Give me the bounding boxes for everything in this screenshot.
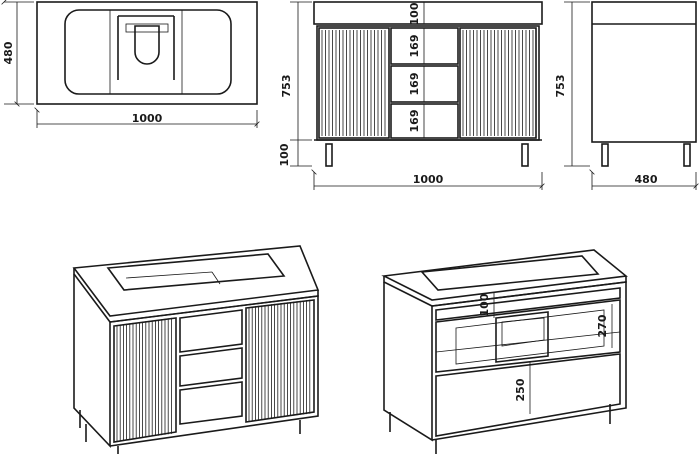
- dim-side-depth: 480: [635, 173, 658, 186]
- left-door-flutes: [321, 30, 386, 136]
- top-view: 1000 480: [2, 2, 257, 128]
- iso-right-door-flutes: [248, 299, 311, 421]
- dim-iso-drawer-top: 100: [478, 293, 491, 316]
- isometric-closed: [72, 245, 320, 454]
- dim-top-depth: 480: [2, 41, 15, 64]
- dim-drawer-3: 169: [408, 73, 421, 96]
- dim-side-height: 753: [554, 75, 567, 98]
- dim-top-width: 1000: [132, 112, 163, 125]
- dim-front-width: 1000: [413, 173, 444, 186]
- dim-iso-shelf: 270: [596, 314, 609, 337]
- dim-drawer-2: 169: [408, 35, 421, 58]
- right-door-flutes: [462, 30, 534, 136]
- side-view: 753 480: [554, 1, 696, 190]
- dim-drawer-1: 100: [408, 2, 421, 25]
- isometric-open: 100 270 250: [381, 249, 628, 454]
- dim-front-legs: 100: [278, 143, 291, 166]
- dim-iso-drawer-low: 250: [514, 378, 527, 401]
- iso-left-door-flutes: [116, 317, 172, 441]
- dim-drawer-4: 169: [408, 110, 421, 133]
- dim-front-height: 753: [280, 75, 293, 98]
- front-view: 100 169 169 169 753 100 1000: [278, 1, 542, 190]
